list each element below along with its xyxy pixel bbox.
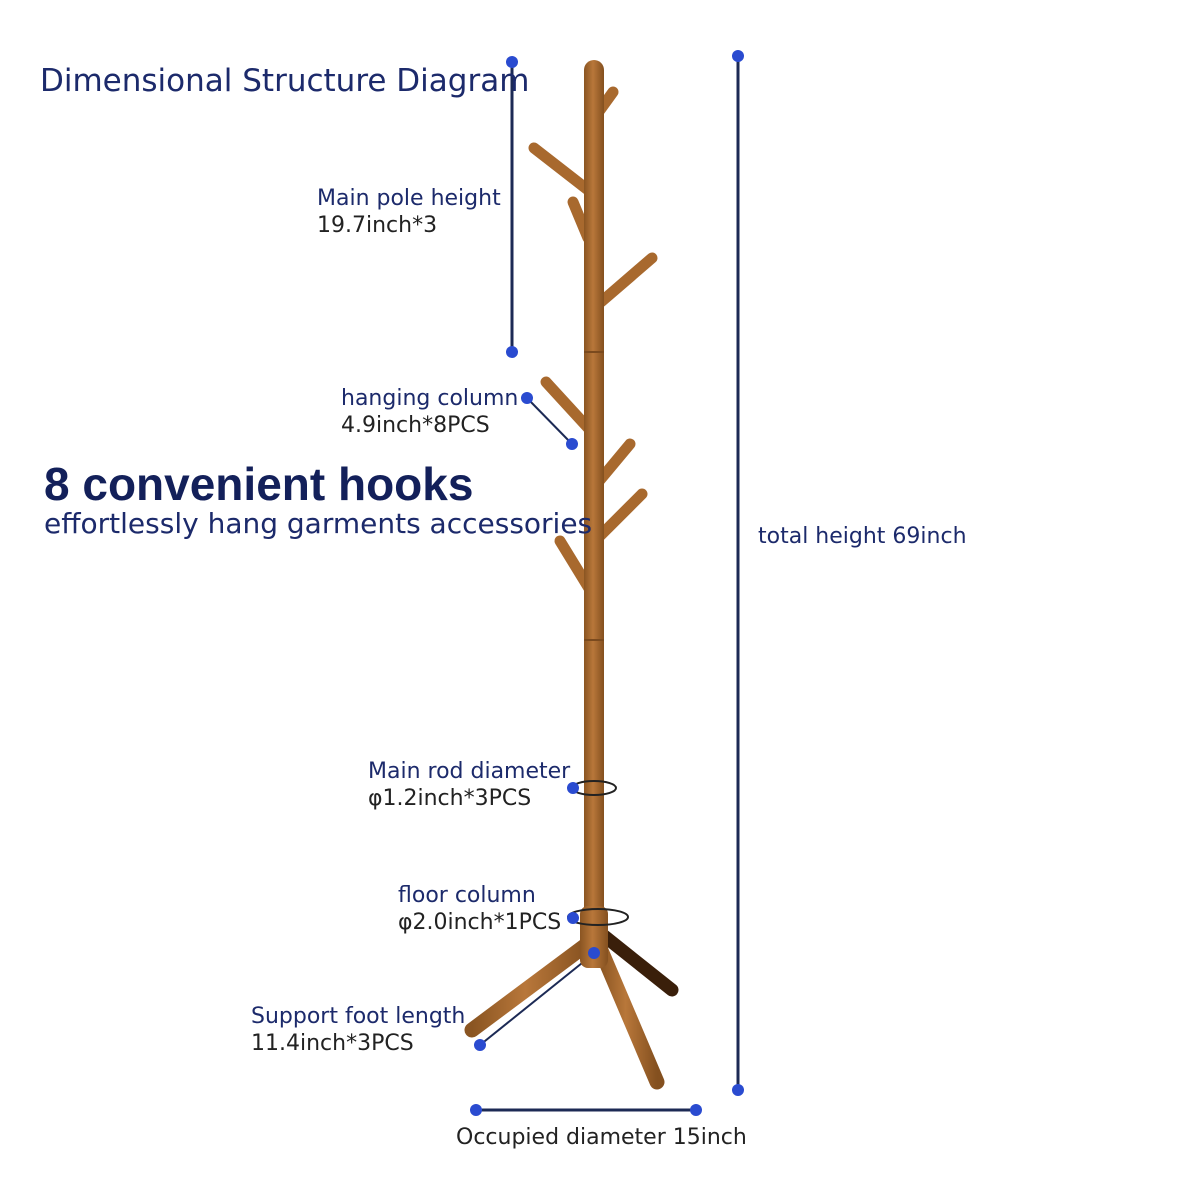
dimension-lines	[476, 56, 740, 1112]
main-pole	[584, 60, 604, 920]
hook-left-middle	[540, 376, 596, 436]
support-foot-value: 11.4inch*3PCS	[251, 1031, 414, 1056]
feature-headline: 8 convenient hooks	[44, 458, 474, 510]
floor-column-value: φ2.0inch*1PCS	[398, 910, 562, 935]
hook-right-upper	[595, 252, 658, 308]
marker-main-pole-top	[506, 56, 518, 68]
occupied-diameter-label: Occupied diameter 15inch	[456, 1125, 747, 1150]
main-pole-value: 19.7inch*3	[317, 213, 438, 238]
support-foot-line	[479, 954, 593, 1046]
markers	[470, 50, 744, 1116]
main-pole-label: Main pole height	[317, 186, 501, 211]
marker-diameter-left	[470, 1104, 482, 1116]
hook-right-middle-1	[594, 438, 636, 486]
marker-hub	[588, 947, 600, 959]
marker-main-rod	[567, 782, 579, 794]
support-leg-back-right	[596, 928, 679, 997]
main-rod-value: φ1.2inch*3PCS	[368, 786, 532, 811]
hanging-column-line	[526, 397, 573, 445]
marker-total-height-top	[732, 50, 744, 62]
marker-floor-column	[567, 912, 579, 924]
marker-support-foot	[474, 1039, 486, 1051]
marker-hanging-column-start	[521, 392, 533, 404]
hanging-column-label: hanging column	[341, 386, 519, 411]
support-leg-front	[592, 940, 665, 1090]
marker-diameter-right	[690, 1104, 702, 1116]
marker-total-height-bottom	[732, 1084, 744, 1096]
marker-hanging-column-end	[566, 438, 578, 450]
marker-main-pole-bottom	[506, 346, 518, 358]
main-rod-label: Main rod diameter	[368, 759, 571, 784]
hook-upper-left-long	[528, 142, 594, 196]
diagram-title: Dimensional Structure Diagram	[40, 63, 530, 99]
hook-right-middle-2	[594, 488, 648, 542]
total-height-label: total height 69inch	[758, 524, 967, 549]
floor-column-label: floor column	[398, 883, 536, 908]
floor-column	[580, 906, 608, 968]
support-leg-left	[464, 934, 598, 1038]
feature-subline: effortlessly hang garments accessories	[44, 507, 593, 540]
hanging-column-value: 4.9inch*8PCS	[341, 413, 490, 438]
support-foot-label: Support foot length	[251, 1004, 466, 1029]
